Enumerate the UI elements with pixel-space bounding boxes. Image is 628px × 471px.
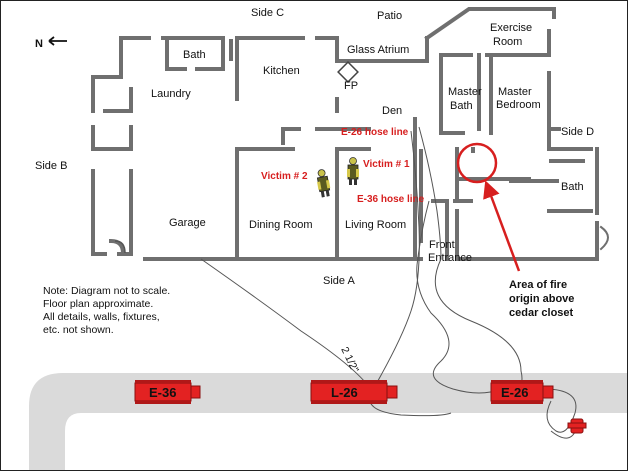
room-garage: Garage: [169, 217, 206, 229]
room-master-bath-1: Master: [448, 86, 482, 98]
room-kitchen: Kitchen: [263, 65, 300, 77]
truck-e26: [490, 380, 554, 404]
victim-2-label: Victim # 2: [261, 171, 308, 182]
victim-1-label: Victim # 1: [363, 159, 410, 170]
room-front-entrance-1: Front: [429, 239, 455, 251]
room-bath-top: Bath: [183, 49, 206, 61]
truck-e36-label: E-36: [149, 385, 176, 400]
room-master-bedroom-2: Bedroom: [496, 99, 541, 111]
fire-origin-line-1: Area of fire: [509, 279, 567, 291]
truck-e26-label: E-26: [501, 385, 528, 400]
note-line-3: All details, walls, fixtures,: [43, 311, 160, 323]
truck-e36: [134, 380, 201, 404]
room-master-bath-2: Bath: [450, 100, 473, 112]
walls: [91, 7, 609, 261]
room-bath-right: Bath: [561, 181, 584, 193]
side-c-label: Side C: [251, 7, 284, 19]
room-fp: FP: [344, 80, 358, 92]
room-front-entrance-2: Entrance: [428, 252, 472, 264]
fire-origin-circle: [456, 142, 498, 184]
room-master-bedroom-1: Master: [498, 86, 532, 98]
fire-origin-arrow: [483, 180, 521, 272]
room-living: Living Room: [345, 219, 406, 231]
north-arrow-icon: [48, 36, 67, 46]
fireplace: [337, 61, 359, 83]
hose-lines: [200, 126, 578, 439]
note-line-2: Floor plan approximate.: [43, 298, 153, 310]
room-glass-atrium: Glass Atrium: [347, 44, 409, 56]
side-a-label: Side A: [323, 275, 355, 287]
room-patio: Patio: [377, 10, 402, 22]
side-b-label: Side B: [35, 160, 67, 172]
fire-origin-line-2: origin above: [509, 293, 574, 305]
e36-hose-line-label: E-36 hose line: [357, 194, 425, 205]
room-dining: Dining Room: [249, 219, 313, 231]
hydrant-icon: [567, 418, 587, 434]
e26-hose-line-label: E-26 hose line: [341, 127, 409, 138]
room-den: Den: [382, 105, 402, 117]
north-label: N: [35, 38, 43, 50]
note-line-1: Note: Diagram not to scale.: [43, 285, 170, 297]
side-d-label: Side D: [561, 126, 594, 138]
fire-origin-line-3: cedar closet: [509, 307, 574, 319]
room-exercise-2: Room: [493, 36, 522, 48]
garage-door-arc: [114, 240, 126, 254]
room-exercise-1: Exercise: [490, 22, 532, 34]
truck-l26-label: L-26: [331, 385, 358, 400]
truck-l26: [310, 380, 398, 404]
note-line-4: etc. not shown.: [43, 324, 114, 336]
victim-2-figure: [316, 169, 331, 198]
room-laundry: Laundry: [151, 88, 191, 100]
victim-1-figure: [347, 157, 359, 185]
